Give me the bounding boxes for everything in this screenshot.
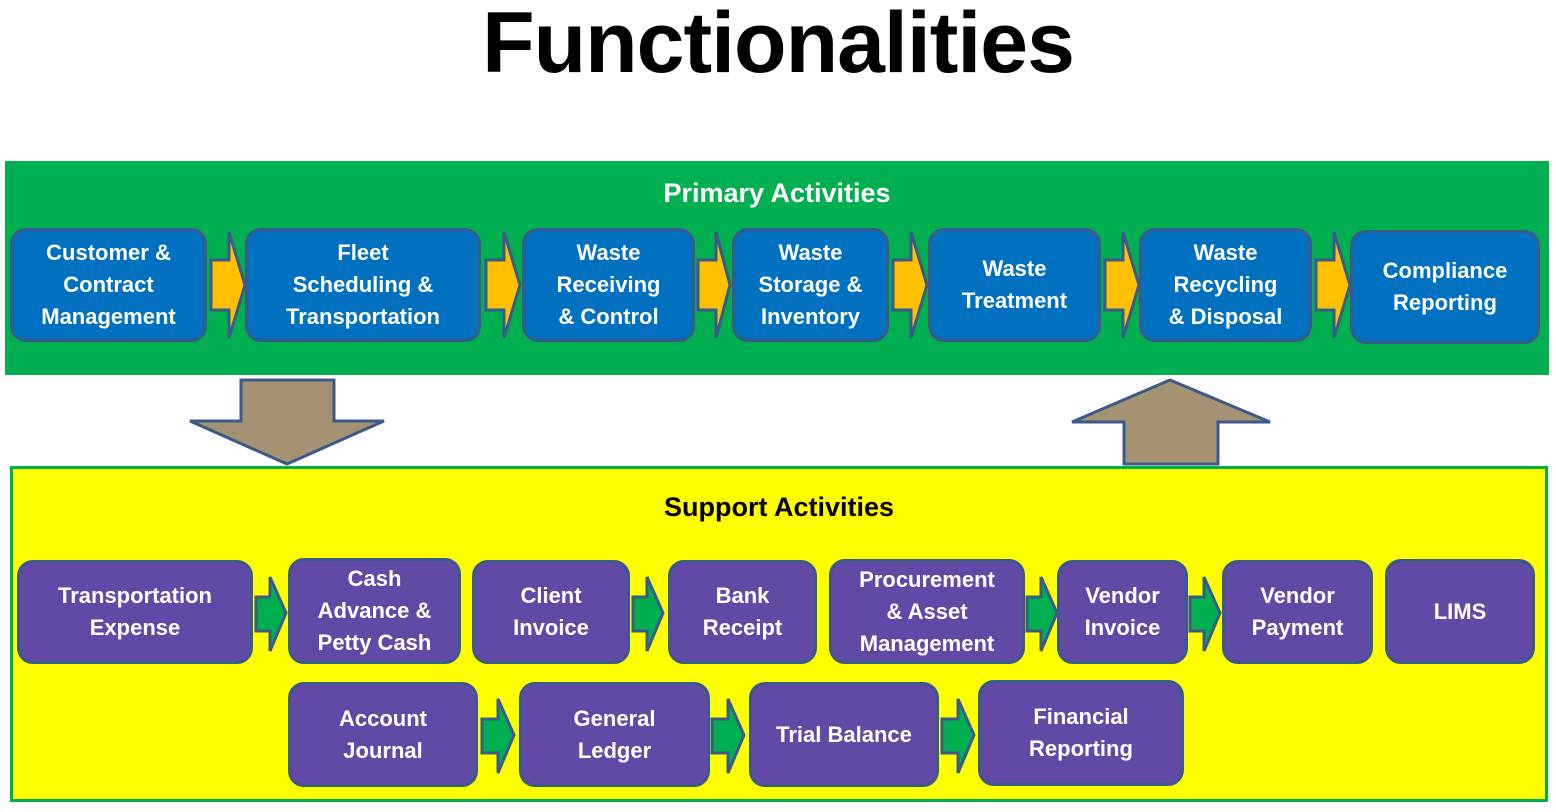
support-vendor-invoice[interactable]: Vendor Invoice xyxy=(1057,560,1188,664)
flow-arrow-icon xyxy=(1103,231,1141,339)
support-account-journal[interactable]: Account Journal xyxy=(288,682,478,787)
flow-arrow-icon xyxy=(480,698,516,774)
flow-arrow-icon xyxy=(891,231,929,339)
up-arrow-icon xyxy=(1071,378,1271,466)
step-waste-receiving-control[interactable]: Waste Receiving & Control xyxy=(522,228,695,342)
support-general-ledger[interactable]: General Ledger xyxy=(519,682,710,787)
support-trial-balance[interactable]: Trial Balance xyxy=(749,682,939,787)
support-cash-advance-petty-cash[interactable]: Cash Advance & Petty Cash xyxy=(288,558,461,664)
down-arrow-icon xyxy=(189,378,385,466)
step-compliance-reporting[interactable]: Compliance Reporting xyxy=(1350,230,1540,344)
support-vendor-payment[interactable]: Vendor Payment xyxy=(1222,560,1373,664)
support-lims[interactable]: LIMS xyxy=(1385,559,1535,664)
primary-activities-heading: Primary Activities xyxy=(663,178,891,208)
step-waste-recycling-disposal[interactable]: Waste Recycling & Disposal xyxy=(1139,228,1312,342)
flow-arrow-icon xyxy=(254,576,288,652)
support-client-invoice[interactable]: Client Invoice xyxy=(472,560,630,664)
step-waste-storage-inventory[interactable]: Waste Storage & Inventory xyxy=(732,228,889,342)
page-title: Functionalities xyxy=(482,0,1075,91)
support-activities-heading: Support Activities xyxy=(663,492,895,522)
flow-arrow-icon xyxy=(940,698,976,774)
step-fleet-scheduling-transportation[interactable]: Fleet Scheduling & Transportation xyxy=(245,228,481,342)
support-transportation-expense[interactable]: Transportation Expense xyxy=(17,560,253,664)
support-procurement-asset-management[interactable]: Procurement & Asset Management xyxy=(829,559,1025,664)
support-bank-receipt[interactable]: Bank Receipt xyxy=(668,560,817,664)
step-customer-contract-management[interactable]: Customer & Contract Management xyxy=(10,228,207,342)
flow-arrow-icon xyxy=(484,231,522,339)
flow-arrow-icon xyxy=(696,231,732,339)
flow-arrow-icon xyxy=(1188,576,1222,652)
flow-arrow-icon xyxy=(1025,576,1059,652)
flow-arrow-icon xyxy=(710,698,746,774)
support-financial-reporting[interactable]: Financial Reporting xyxy=(978,680,1184,786)
step-waste-treatment[interactable]: Waste Treatment xyxy=(928,228,1101,342)
flow-arrow-icon xyxy=(209,231,247,339)
flow-arrow-icon xyxy=(1314,231,1352,339)
flow-arrow-icon xyxy=(631,576,665,652)
